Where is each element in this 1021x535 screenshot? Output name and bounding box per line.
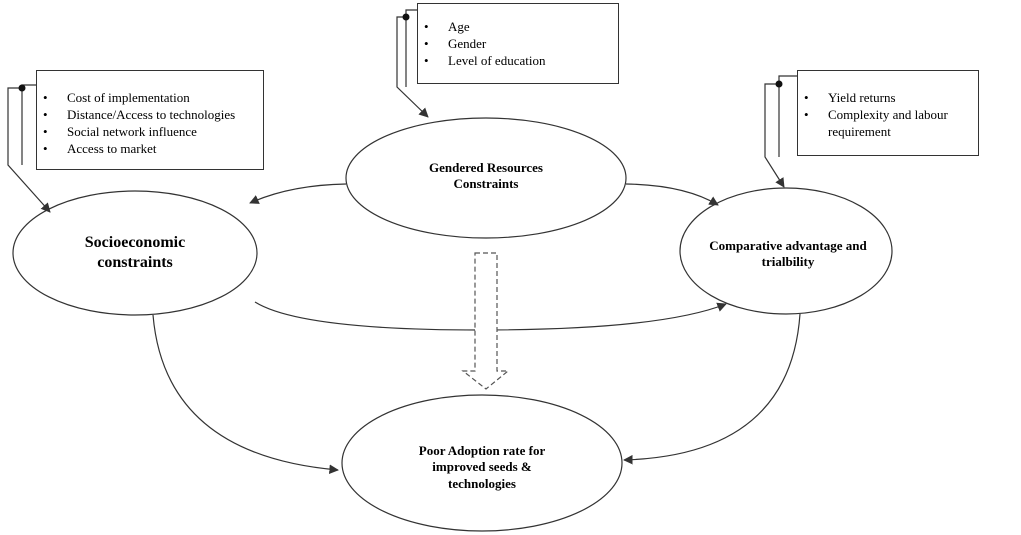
list-item: • Gender (418, 35, 618, 52)
list-item-text: Distance/Access to technologies (67, 107, 236, 122)
adoption-label-line2: improved seeds & (432, 459, 532, 475)
list-item-text: Gender (448, 36, 487, 51)
gendered-resources-oval (345, 117, 627, 239)
comparative-advantage-label: Comparative advantage and trialbility (698, 238, 878, 271)
list-item-text: Complexity and labour requirement (828, 107, 948, 139)
comparative-label-line1: Comparative advantage and (709, 238, 867, 253)
gendered-resources-label: Gendered Resources Constraints (386, 160, 586, 193)
arrow-socioeconomic-to-adoption (152, 314, 339, 475)
list-item: • Age (418, 18, 618, 35)
bullet-glyph: • (43, 107, 48, 122)
adoption-label-line1: Poor Adoption rate for (418, 443, 546, 458)
socioeconomic-factors-list: • Cost of implementation • Distance/Access… (37, 89, 263, 157)
bullet-glyph: • (424, 53, 429, 68)
arrow-gendered-to-socioeconomic (249, 183, 347, 204)
list-item-text: Yield returns (828, 90, 896, 105)
list-item-text: Cost of implementation (67, 90, 190, 105)
socioeconomic-label-line2: constraints (97, 254, 173, 271)
list-item: • Distance/Access to technologies (37, 106, 263, 123)
list-item: • Cost of implementation (37, 89, 263, 106)
dashed-block-arrow (461, 252, 510, 390)
socioeconomic-factors-box: • Cost of implementation • Distance/Access… (36, 70, 264, 170)
list-item: • Complexity and labour requirement (798, 106, 978, 140)
bullet-glyph: • (43, 124, 48, 139)
connector-gendered-box (396, 9, 428, 117)
arrow-comparative-to-adoption (623, 313, 801, 465)
connector-dot-gendered (402, 13, 410, 21)
poor-adoption-oval (341, 394, 623, 532)
comparative-label-line2: trialbility (761, 254, 815, 270)
bullet-glyph: • (424, 19, 429, 34)
list-item: • Level of education (418, 52, 618, 69)
connector-dot-socioeconomic (18, 84, 26, 92)
gendered-label-line1: Gendered Resources (429, 160, 543, 175)
socioeconomic-label-line1: Socioeconomic (84, 234, 186, 251)
poor-adoption-label: Poor Adoption rate for improved seeds & … (377, 443, 587, 492)
list-item: • Social network influence (37, 123, 263, 140)
list-item: • Access to market (37, 140, 263, 157)
connector-comparative-box (764, 75, 797, 187)
comparative-factors-box: • Yield returns • Complexity and labour re… (797, 70, 979, 156)
adoption-label-line3: technologies (448, 475, 516, 491)
list-item-text: Age (448, 19, 470, 34)
bullet-glyph: • (804, 107, 809, 122)
connector-dot-comparative (775, 80, 783, 88)
gendered-factors-box: • Age • Gender • Level of education (417, 3, 619, 84)
bullet-glyph: • (43, 141, 48, 156)
bullet-glyph: • (804, 90, 809, 105)
gendered-factors-list: • Age • Gender • Level of education (418, 18, 618, 69)
gendered-label-line2: Constraints (453, 176, 519, 192)
bullet-glyph: • (424, 36, 429, 51)
arrow-gendered-to-comparative (625, 183, 719, 206)
list-item-text: Social network influence (67, 124, 197, 139)
list-item: • Yield returns (798, 89, 978, 106)
list-item-text: Level of education (448, 53, 546, 68)
bullet-glyph: • (43, 90, 48, 105)
socioeconomic-oval (12, 190, 258, 316)
comparative-factors-list: • Yield returns • Complexity and labour re… (798, 89, 978, 140)
socioeconomic-label: Socioeconomic constraints (45, 233, 225, 273)
list-item-text: Access to market (67, 141, 157, 156)
